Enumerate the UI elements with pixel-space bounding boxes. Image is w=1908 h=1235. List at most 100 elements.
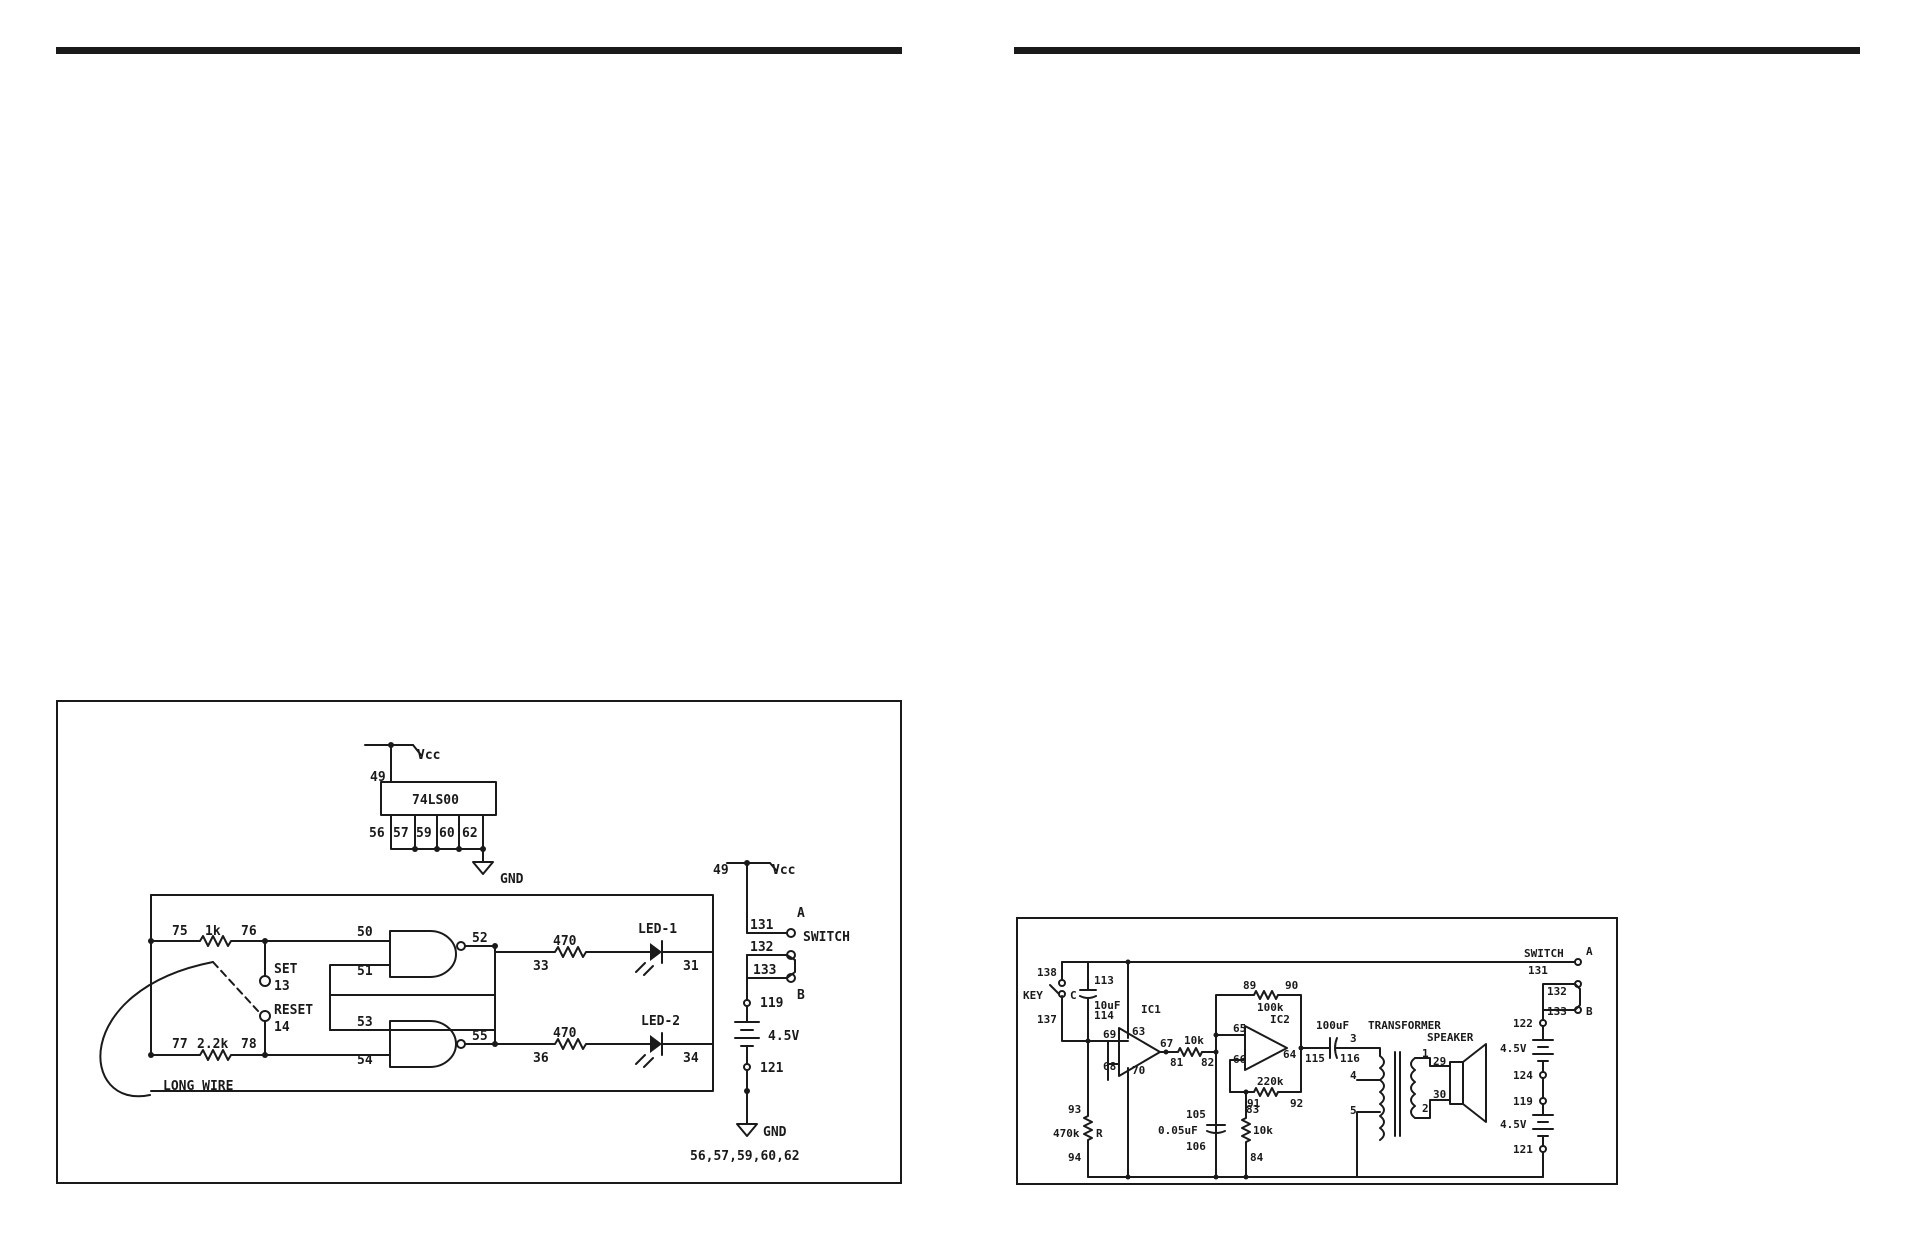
node-121: 121 xyxy=(760,1061,784,1076)
gnd-pin-list: 56,57,59,60,62 xyxy=(690,1149,800,1164)
switch-b-label: B xyxy=(797,988,805,1003)
node-31: 31 xyxy=(683,959,699,974)
node-67: 67 xyxy=(1160,1037,1173,1050)
pin-60: 60 xyxy=(439,826,455,841)
battery-1 xyxy=(1532,1025,1554,1073)
node-113: 113 xyxy=(1094,974,1114,987)
led-1 xyxy=(650,943,662,961)
resistor-220k: 220k xyxy=(1257,1075,1284,1088)
cap-10uf: 10uF xyxy=(1094,999,1121,1012)
battery-2-label: 4.5V xyxy=(1500,1118,1527,1131)
ic1-label: IC1 xyxy=(1141,1003,1161,1016)
pin-50: 50 xyxy=(357,925,373,940)
transformer xyxy=(1379,1051,1416,1141)
tx-pin-4: 4 xyxy=(1350,1069,1357,1082)
led-2-label: LED-2 xyxy=(641,1014,680,1029)
vcc-label-2: Vcc xyxy=(772,863,795,878)
node-65: 65 xyxy=(1233,1022,1246,1035)
resistor-r-label: R xyxy=(1096,1127,1103,1140)
ground-symbol-2 xyxy=(736,1123,758,1137)
node-36: 36 xyxy=(533,1051,549,1066)
pin-53: 53 xyxy=(357,1015,373,1030)
resistor-470-2: 470 xyxy=(553,1026,577,1041)
pin-59: 59 xyxy=(416,826,432,841)
node-83: 83 xyxy=(1246,1103,1259,1116)
node-75: 75 xyxy=(172,924,188,939)
switch-label: SWITCH xyxy=(803,930,850,945)
node-132: 132 xyxy=(750,940,773,955)
battery-4-5v xyxy=(734,1005,760,1065)
node-49b: 49 xyxy=(713,863,729,878)
resistor-10k-b: 10k xyxy=(1253,1124,1273,1137)
long-wire xyxy=(99,961,214,1098)
node-105: 105 xyxy=(1186,1108,1206,1121)
top-rule-right xyxy=(1014,47,1860,54)
spk-pin-29: 29 xyxy=(1433,1055,1446,1068)
cap-c-label: C xyxy=(1070,989,1077,1002)
node-81: 81 xyxy=(1170,1056,1184,1069)
op-amp-ic1 xyxy=(1118,1027,1161,1077)
node-116: 116 xyxy=(1340,1052,1360,1065)
ic2-label: IC2 xyxy=(1270,1013,1290,1026)
battery-label: 4.5V xyxy=(768,1029,799,1044)
led-1-label: LED-1 xyxy=(638,922,677,937)
node-133: 133 xyxy=(753,963,776,978)
nand-gate-1 xyxy=(389,930,457,978)
node-77: 77 xyxy=(172,1037,188,1052)
switch-terminal-a-r xyxy=(1574,958,1582,966)
node-132-r: 132 xyxy=(1547,985,1567,998)
nand-gate-2 xyxy=(389,1020,457,1068)
set-terminal xyxy=(259,975,271,987)
gnd-label-1: GND xyxy=(500,872,524,887)
key-label: KEY xyxy=(1023,989,1043,1002)
switch-a-r: A xyxy=(1586,945,1593,958)
reset-label: RESET xyxy=(274,1003,313,1018)
battery-2 xyxy=(1532,1103,1554,1147)
node-131: 131 xyxy=(750,918,774,933)
node-119: 119 xyxy=(760,996,783,1011)
pin-54: 54 xyxy=(357,1053,373,1068)
resistor-470-1: 470 xyxy=(553,934,577,949)
node-119-r: 119 xyxy=(1513,1095,1533,1108)
node-66: 66 xyxy=(1233,1053,1247,1066)
node-89: 89 xyxy=(1243,979,1256,992)
node-94: 94 xyxy=(1068,1151,1082,1164)
node-122: 122 xyxy=(1513,1017,1533,1030)
pin-57: 57 xyxy=(393,826,409,841)
op-amp-ic2 xyxy=(1244,1025,1288,1071)
gnd-label-2: GND xyxy=(763,1125,787,1140)
pin-55: 55 xyxy=(472,1029,488,1044)
resistor-10k: 10k xyxy=(1184,1034,1204,1047)
transformer-label: TRANSFORMER xyxy=(1368,1019,1441,1032)
tx-pin-3: 3 xyxy=(1350,1032,1357,1045)
node-69: 69 xyxy=(1103,1028,1116,1041)
node-76: 76 xyxy=(241,924,257,939)
node-115: 115 xyxy=(1305,1052,1325,1065)
spk-pin-1: 1 xyxy=(1422,1047,1429,1060)
node-137: 137 xyxy=(1037,1013,1057,1026)
ground-symbol-1 xyxy=(472,861,494,875)
top-rule-left xyxy=(56,47,902,54)
node-114: 114 xyxy=(1094,1009,1114,1022)
cap-0-05uf: 0.05uF xyxy=(1158,1124,1198,1137)
node-64: 64 xyxy=(1283,1048,1297,1061)
node-106: 106 xyxy=(1186,1140,1206,1153)
right-schematic: 138 KEY 137 C 113 10uF 114 IC1 63 69 68 … xyxy=(1023,945,1593,1180)
node-131-r: 131 xyxy=(1528,964,1548,977)
node-90: 90 xyxy=(1285,979,1298,992)
resistor-100k: 100k xyxy=(1257,1001,1284,1014)
pin-51: 51 xyxy=(357,964,373,979)
pin-56: 56 xyxy=(369,826,385,841)
resistor-1k: 1k xyxy=(205,924,221,939)
speaker xyxy=(1449,1043,1487,1123)
switch-a-label: A xyxy=(797,906,805,921)
node-14: 14 xyxy=(274,1020,290,1035)
node-68: 68 xyxy=(1103,1060,1116,1073)
battery-1-label: 4.5V xyxy=(1500,1042,1527,1055)
node-121-r: 121 xyxy=(1513,1143,1533,1156)
long-wire-label: LONG WIRE xyxy=(163,1079,233,1094)
node-34: 34 xyxy=(683,1051,699,1066)
node-92: 92 xyxy=(1290,1097,1303,1110)
reset-terminal xyxy=(259,1010,271,1022)
